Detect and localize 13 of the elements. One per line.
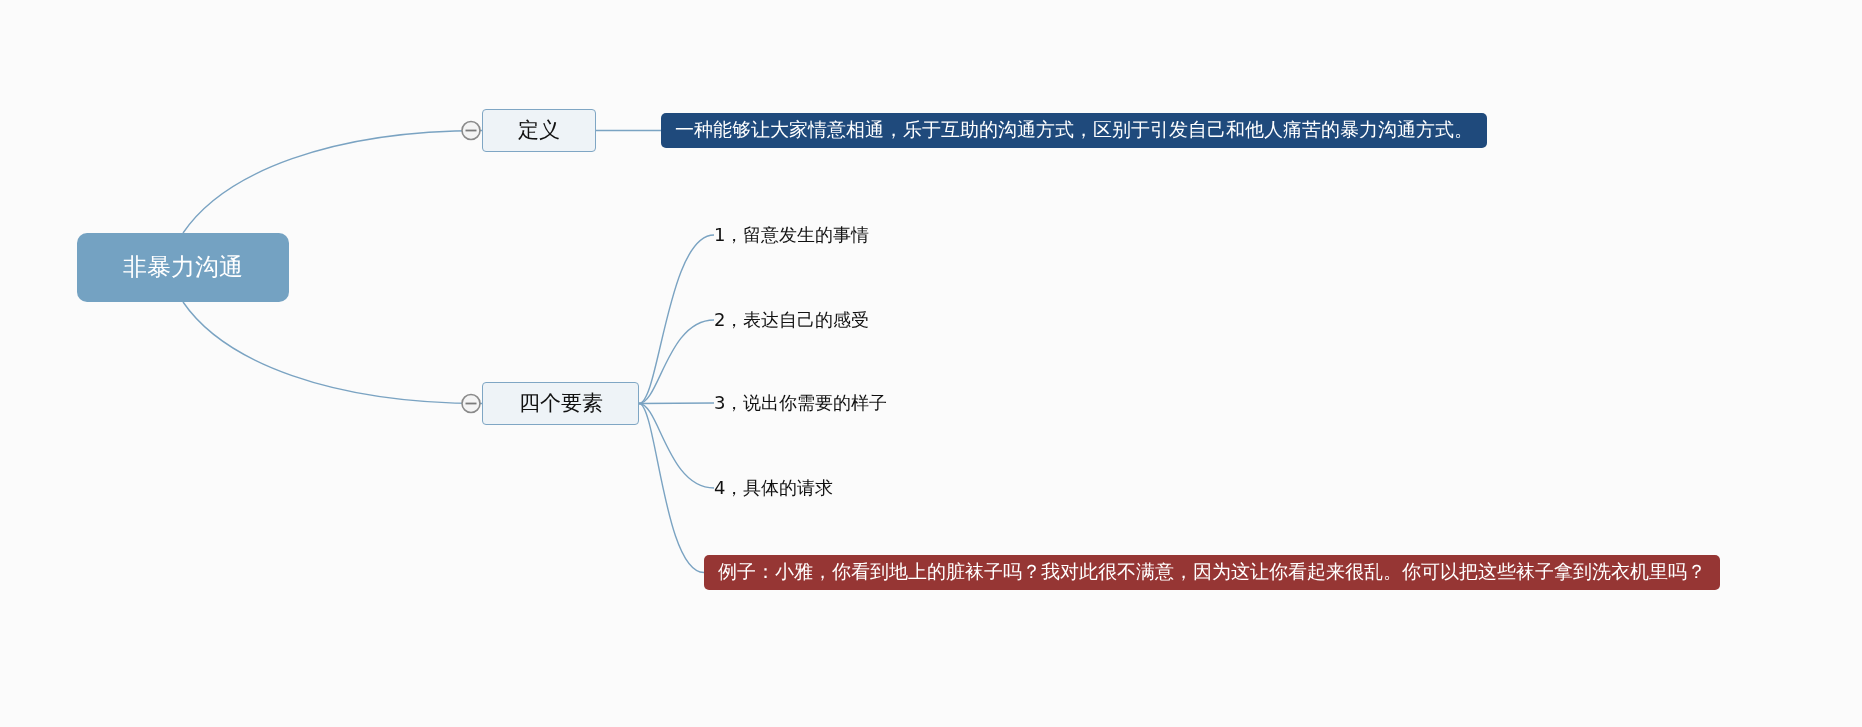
connector-line xyxy=(638,402,715,489)
example-callout: 例子：小雅，你看到地上的脏袜子吗？我对此很不满意，因为这让你看起来很乱。你可以把这些袜子拿到洗衣机里吗？ xyxy=(704,555,1720,590)
subtopic-text: 4，具体的请求 xyxy=(714,475,834,501)
topic-box: 定义 xyxy=(482,109,596,152)
subtopic-text: 2，表达自己的感受 xyxy=(714,307,870,333)
subtopic-text: 1，留意发生的事情 xyxy=(714,222,870,248)
subtopic-text: 3，说出你需要的样子 xyxy=(714,390,888,416)
definition-callout: 一种能够让大家情意相通，乐于互助的沟通方式，区别于引发自己和他人痛苦的暴力沟通方式。 xyxy=(661,113,1487,148)
topic-box: 四个要素 xyxy=(482,382,639,425)
central-topic: 非暴力沟通 xyxy=(77,233,289,302)
connector-line xyxy=(595,129,662,132)
connector-line xyxy=(638,319,715,405)
connector-line xyxy=(638,402,705,574)
